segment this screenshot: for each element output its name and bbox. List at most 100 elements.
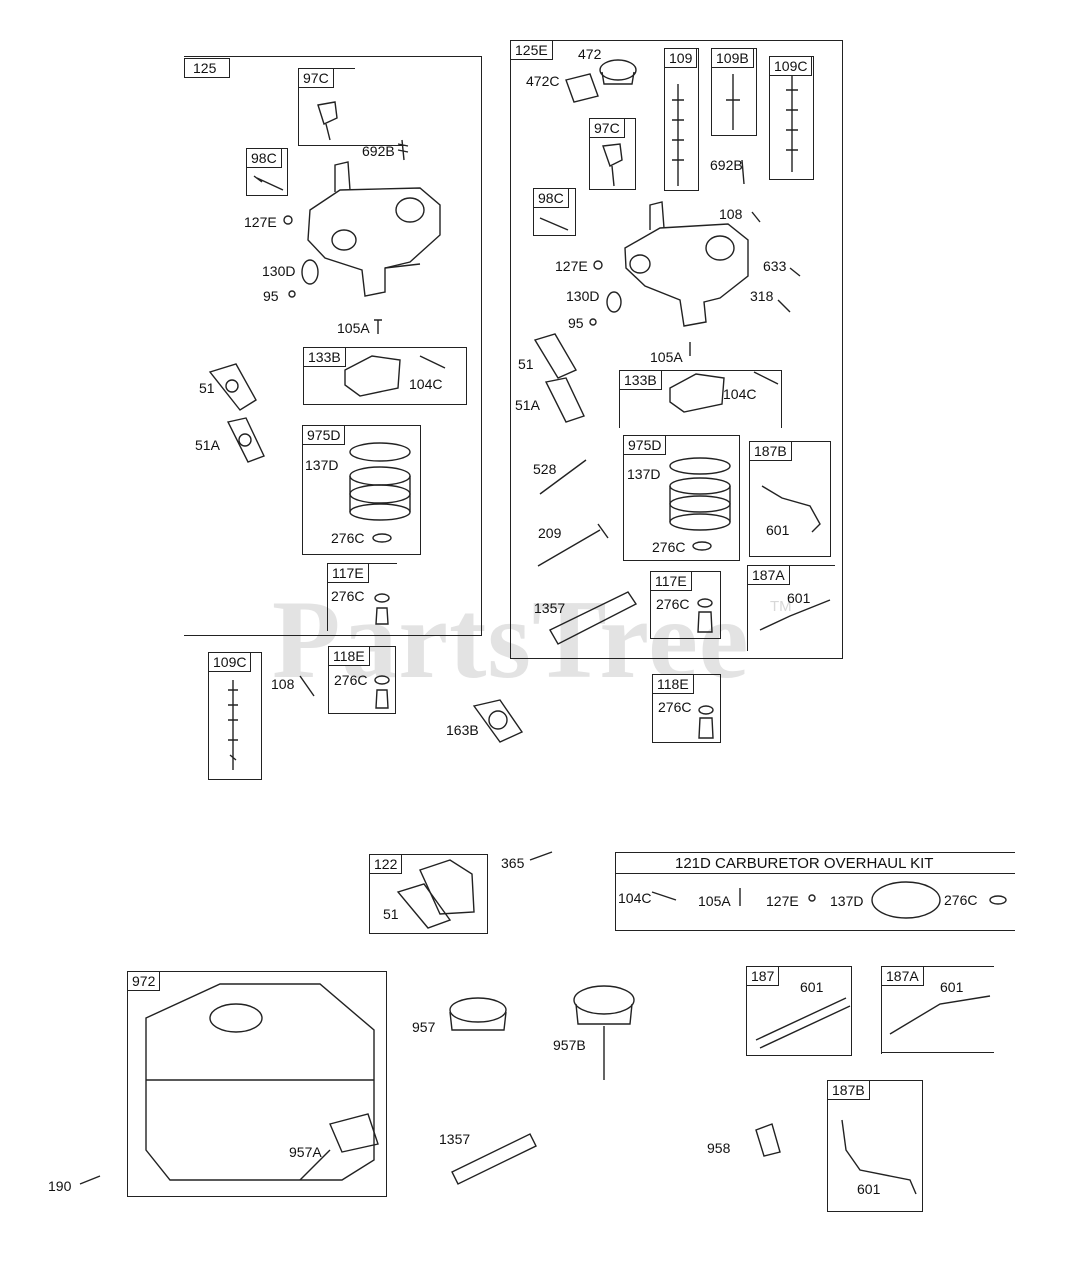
- left-130d-icon: [301, 259, 319, 285]
- label-95-left: 95: [263, 288, 279, 304]
- right-472-cap-icon: [599, 59, 637, 85]
- left-carburetor-icon: [307, 161, 441, 297]
- label-692b-left: 692B: [362, 143, 395, 159]
- hose-187-icon: [755, 997, 851, 1049]
- box-98c-right: 98C: [533, 188, 576, 236]
- label-127e-left: 127E: [244, 214, 277, 230]
- label-1357-right: 1357: [534, 600, 566, 616]
- right-127e-icon: [593, 260, 603, 270]
- label-51-left: 51: [199, 380, 215, 396]
- box-109-right: 109: [664, 48, 699, 191]
- label-104c-right: 104C: [723, 386, 757, 402]
- label-601-right-b: 601: [787, 590, 811, 606]
- right-gasket-51a-icon: [544, 377, 585, 423]
- right-gasket-51-icon: [533, 333, 577, 379]
- label-127e-right: 127E: [555, 258, 588, 274]
- label-95-right: 95: [568, 315, 584, 331]
- label-104c-left: 104C: [409, 376, 443, 392]
- box-118e-left: 118E: [328, 646, 396, 714]
- right-187b-hose-icon: [761, 485, 821, 533]
- right-209-spring-icon: [537, 523, 609, 567]
- right-472c-icon: [565, 73, 599, 103]
- right-109b-link-icon: [726, 74, 740, 130]
- box-122: 122: [369, 854, 488, 934]
- label-958: 958: [707, 1140, 731, 1156]
- label-209: 209: [538, 525, 562, 541]
- label-163b: 163B: [446, 722, 479, 738]
- left-spring-icon: [397, 139, 409, 161]
- box-972: 972: [127, 971, 387, 1197]
- box-97c-right: 97C: [589, 118, 636, 190]
- bolt-365-icon: [529, 851, 553, 861]
- intake-122-icon: [396, 859, 475, 929]
- group-125-bottom-line: [184, 635, 482, 637]
- fuel-tank-972-icon: [145, 983, 375, 1181]
- kit-item-127e: 127E: [766, 893, 799, 909]
- left-float-icon: [344, 355, 446, 397]
- left-screw-icon: [253, 175, 284, 191]
- label-276c-right-c: 276C: [658, 699, 692, 715]
- label-51a-right: 51A: [515, 397, 540, 413]
- group-125e-frame: 125E: [510, 40, 843, 659]
- label-1357: 1357: [439, 1131, 471, 1147]
- label-318: 318: [750, 288, 774, 304]
- kit-121d-title: 121D CARBURETOR OVERHAUL KIT: [675, 855, 934, 872]
- hose-187a-icon: [889, 995, 991, 1035]
- label-137d-left: 137D: [305, 457, 339, 473]
- left-108-icon: [299, 675, 315, 697]
- label-130d-left: 130D: [262, 263, 296, 279]
- label-276c-left-b: 276C: [331, 588, 365, 604]
- label-528: 528: [533, 461, 557, 477]
- right-float-icon: [669, 371, 779, 413]
- right-109-governor-icon: [672, 84, 684, 186]
- right-528-icon: [539, 459, 587, 495]
- label-276c-left-c: 276C: [334, 672, 368, 688]
- label-601-box187a: 601: [940, 979, 964, 995]
- right-oring-icon: [692, 541, 712, 551]
- label-472c: 472C: [526, 73, 560, 89]
- group-125-id: 125: [184, 58, 230, 78]
- kit-121d-divider: [615, 873, 1015, 875]
- left-gasket-51-icon: [208, 363, 257, 411]
- kit-parts-icon: [651, 881, 1007, 919]
- box-97c-left: 97C: [298, 68, 355, 146]
- box-117e-right: 117E: [650, 571, 721, 639]
- gasket-163b-icon: [472, 699, 524, 743]
- right-118e-part-icon: [698, 705, 714, 739]
- box-97c-left-base: [298, 145, 406, 147]
- left-95-icon: [288, 290, 296, 298]
- right-109c-spring-icon: [786, 76, 798, 172]
- hose-1357-icon: [451, 1133, 537, 1185]
- left-105a-icon: [374, 319, 382, 334]
- right-633-icon: [789, 267, 801, 277]
- cap-957b-icon: [573, 985, 635, 1080]
- left-air-filter-icon: [349, 442, 411, 521]
- left-127e-icon: [283, 215, 293, 225]
- label-105a-left: 105A: [337, 320, 370, 336]
- label-51a-left: 51A: [195, 437, 220, 453]
- label-957b: 957B: [553, 1037, 586, 1053]
- box-187b-right: 187B: [749, 441, 831, 557]
- right-air-filter-icon: [669, 457, 731, 531]
- left-fuel-valve-icon: [317, 101, 338, 141]
- kit-item-104c: 104C: [618, 890, 652, 906]
- box-118e-right: 118E: [652, 674, 721, 743]
- kit-item-105a: 105A: [698, 893, 731, 909]
- label-601-box187b: 601: [857, 1181, 881, 1197]
- right-95-icon: [589, 318, 597, 326]
- label-137d-right: 137D: [627, 466, 661, 482]
- label-276c-right-b: 276C: [656, 596, 690, 612]
- right-98c-screw-icon: [539, 217, 569, 231]
- right-97c-valve-icon: [602, 143, 623, 187]
- box-133b-left: 133B: [303, 347, 467, 405]
- label-692b-right: 692B: [710, 157, 743, 173]
- label-601-box187: 601: [800, 979, 824, 995]
- label-601-right-a: 601: [766, 522, 790, 538]
- box-117e-left: 117E: [327, 563, 397, 631]
- box-133b-right: 133B: [619, 370, 782, 428]
- left-117e-part-icon: [374, 593, 390, 625]
- hose-187b-icon: [841, 1119, 917, 1195]
- label-130d-right: 130D: [566, 288, 600, 304]
- label-276c-left-a: 276C: [331, 530, 365, 546]
